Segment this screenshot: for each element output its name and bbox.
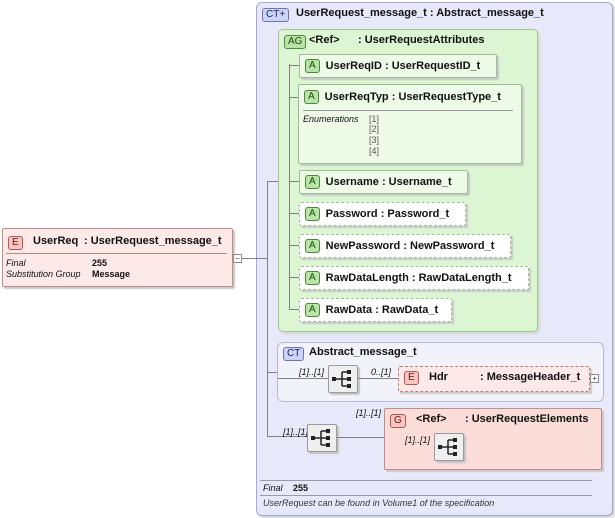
attribute-name: UserReqTyp (324, 91, 389, 103)
root-prop-value: 255 (92, 258, 108, 268)
attribute-userreqtyp-box[interactable] (298, 84, 522, 164)
attribute-username[interactable]: A Username : Username_t (299, 170, 468, 194)
connector (242, 258, 267, 259)
attribute-badge: A (304, 90, 319, 104)
sequence-tree-icon (332, 370, 351, 388)
abstract-ct-title: Abstract_message_t (309, 346, 417, 358)
attribute-type: : Username_t (381, 176, 452, 188)
enum-value: [3] (369, 135, 380, 145)
divider (303, 110, 513, 111)
sequence-tree-icon (311, 429, 330, 447)
group-cardinality: [1]..[1] (356, 408, 382, 418)
group-badge: G (390, 414, 406, 428)
enum-value: [2] (369, 124, 380, 134)
sequence-cardinality: [1]..[1] (299, 367, 325, 377)
group-inner-cardinality: [1]..[1] (405, 435, 431, 445)
hdr-name: Hdr (429, 371, 448, 383)
connector (289, 213, 299, 214)
attribute-newpassword[interactable]: A NewPassword : NewPassword_t (299, 234, 511, 258)
hdr-type: : MessageHeader_t (480, 371, 581, 383)
root-prop-value: Message (92, 269, 131, 279)
sequence-cardinality: [1]..[1] (283, 427, 309, 437)
attribute-type: : UserRequestType_t (391, 91, 501, 103)
attribute-badge: A (305, 271, 320, 285)
root-name: UserReq (33, 235, 79, 247)
root-prop-label: Final (6, 258, 26, 268)
attribute-userreqtyp[interactable]: A UserReqTyp : UserRequestType_t (299, 86, 518, 108)
enum-value: [4] (369, 146, 380, 156)
hdr-cardinality: 0..[1] (371, 367, 392, 377)
attribute-userreqid[interactable]: A UserReqID : UserRequestID_t (299, 54, 497, 78)
connector (289, 97, 299, 98)
connector (267, 436, 307, 437)
attribute-name: RawDataLength (325, 272, 409, 284)
ct-title: UserRequest_message_t : Abstract_message… (296, 7, 544, 19)
attribute-name: RawData (325, 304, 373, 316)
attr-connector-line (289, 64, 290, 310)
attribute-password[interactable]: A Password : Password_t (299, 202, 466, 226)
expand-plus-icon[interactable]: + (590, 374, 599, 383)
ct-final-label: Final (263, 483, 283, 493)
attribute-rawdatalength[interactable]: A RawDataLength : RawDataLength_t (299, 266, 529, 290)
attribute-badge: A (305, 207, 320, 221)
sequence-icon[interactable] (328, 365, 358, 393)
attribute-badge: A (305, 59, 320, 73)
connector (278, 378, 328, 379)
root-prop-label: Substitution Group (6, 269, 81, 279)
complex-type-badge: CT (283, 347, 305, 361)
attribute-type: : Password_t (380, 208, 450, 220)
connector (289, 309, 299, 310)
attribute-type: : UserRequestID_t (384, 60, 481, 72)
element-hdr[interactable] (398, 366, 590, 392)
element-badge: E (8, 236, 23, 250)
attribute-name: NewPassword (325, 240, 401, 252)
connector (358, 378, 398, 379)
enum-value: [1] (369, 114, 380, 124)
sequence-icon[interactable] (307, 424, 337, 452)
group-ref: <Ref> (416, 413, 447, 425)
connector (337, 437, 384, 438)
attribute-name: UserReqID (325, 60, 382, 72)
main-connector-line (267, 181, 268, 436)
connector (267, 181, 278, 182)
connector (289, 245, 299, 246)
connector (289, 277, 299, 278)
attribute-type: : NewPassword_t (403, 240, 495, 252)
attribute-badge: A (305, 239, 320, 253)
attribute-name: Username (325, 176, 379, 188)
element-badge: E (404, 371, 419, 385)
complex-type-badge: CT+ (262, 8, 290, 22)
ct-documentation: UserRequest can be found in Volume1 of t… (263, 498, 495, 508)
attribute-badge: A (305, 303, 320, 317)
attribute-rawdata[interactable]: A RawData : RawData_t (299, 298, 452, 322)
enumerations-label: Enumerations (303, 114, 359, 124)
group-userrequestelements[interactable] (384, 408, 602, 470)
attribute-group-name: : UserRequestAttributes (358, 34, 485, 46)
ct-final-value: 255 (293, 483, 309, 493)
divider (260, 495, 592, 496)
sequence-tree-icon (438, 438, 457, 456)
connector (289, 65, 299, 66)
expand-plus-icon: + (279, 9, 286, 20)
attribute-type: : RawData_t (375, 304, 439, 316)
group-name: : UserRequestElements (465, 413, 589, 425)
connector (289, 181, 299, 182)
attribute-group-badge: AG (284, 35, 307, 49)
root-element-userreq[interactable] (2, 228, 233, 287)
root-type: : UserRequest_message_t (84, 235, 222, 247)
sequence-icon[interactable] (434, 433, 464, 461)
connector (267, 372, 278, 373)
attribute-name: Password (325, 208, 378, 220)
attribute-badge: A (305, 175, 320, 189)
collapse-minus-icon[interactable]: − (233, 254, 242, 263)
divider (260, 480, 592, 481)
attribute-group-ref: <Ref> (309, 34, 340, 46)
divider (6, 253, 227, 254)
attribute-type: : RawDataLength_t (411, 272, 512, 284)
